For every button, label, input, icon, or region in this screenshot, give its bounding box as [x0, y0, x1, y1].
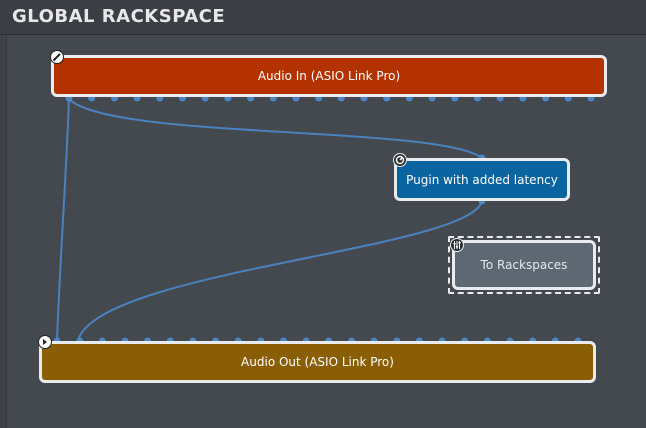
- edit-icon[interactable]: [50, 50, 64, 64]
- audio-out-block[interactable]: Audio Out (ASIO Link Pro): [39, 341, 596, 383]
- audio-in-label: Audio In (ASIO Link Pro): [257, 69, 401, 83]
- mixer-sliders-icon[interactable]: [450, 238, 464, 252]
- wire-in-to-out[interactable]: [56, 98, 70, 341]
- left-rail: [0, 35, 7, 428]
- to-rackspaces-label: To Rackspaces: [480, 258, 568, 272]
- wire-plugin-to-out[interactable]: [77, 200, 483, 341]
- page-title: GLOBAL RACKSPACE: [12, 6, 226, 27]
- to-rackspaces-selection: [448, 236, 600, 294]
- audio-in-block[interactable]: Audio In (ASIO Link Pro): [51, 55, 607, 97]
- audio-out-icon[interactable]: [38, 335, 52, 349]
- plugin-block[interactable]: Pugin with added latency: [394, 158, 570, 201]
- wire-in-to-plugin[interactable]: [68, 98, 483, 159]
- audio-out-label: Audio Out (ASIO Link Pro): [241, 355, 394, 369]
- title-bar: GLOBAL RACKSPACE: [0, 0, 646, 35]
- to-rackspaces-block[interactable]: To Rackspaces: [452, 240, 596, 290]
- plugin-knob-icon[interactable]: [393, 153, 407, 167]
- plugin-label: Pugin with added latency: [406, 172, 558, 187]
